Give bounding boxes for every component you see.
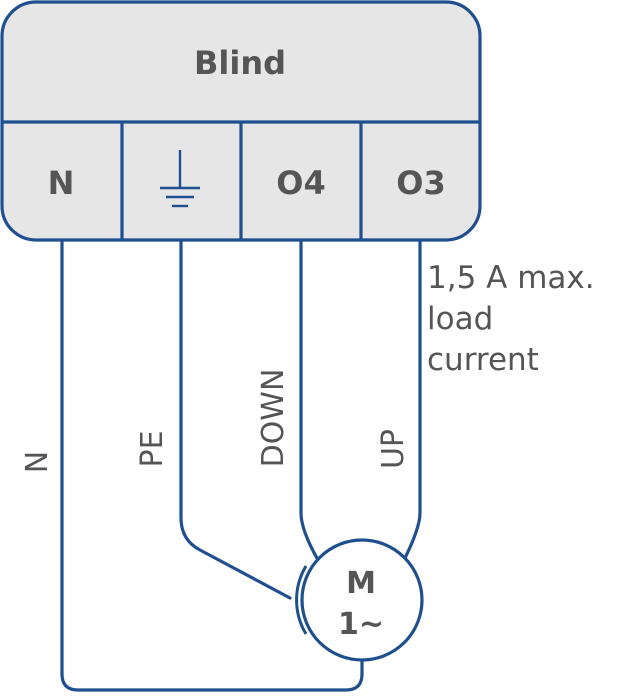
wire-label-down: DOWN bbox=[256, 369, 291, 468]
note-line-3: current bbox=[427, 342, 539, 378]
wire-down bbox=[299, 238, 320, 562]
terminal-n: N bbox=[48, 164, 75, 202]
note-line-2: load bbox=[427, 301, 493, 337]
wire-up bbox=[402, 238, 422, 562]
terminal-o3: O3 bbox=[396, 164, 445, 202]
motor: M 1~ bbox=[295, 538, 424, 662]
wire-label-n: N bbox=[20, 451, 55, 473]
wire-n bbox=[60, 238, 364, 692]
motor-circle bbox=[300, 538, 424, 662]
motor-label-phase: 1~ bbox=[338, 607, 384, 642]
ground-icon bbox=[160, 150, 200, 208]
note-line-1: 1,5 A max. bbox=[427, 260, 595, 296]
terminal-o4: O4 bbox=[276, 164, 325, 202]
device-title: Blind bbox=[194, 44, 286, 82]
motor-earth-arc bbox=[295, 565, 308, 635]
motor-label-m: M bbox=[346, 566, 376, 601]
blind-device: Blind N O4 O3 bbox=[0, 0, 482, 242]
wire-label-pe: PE bbox=[135, 430, 170, 467]
wire-label-up: UP bbox=[376, 429, 411, 469]
wire-pe bbox=[179, 238, 292, 600]
